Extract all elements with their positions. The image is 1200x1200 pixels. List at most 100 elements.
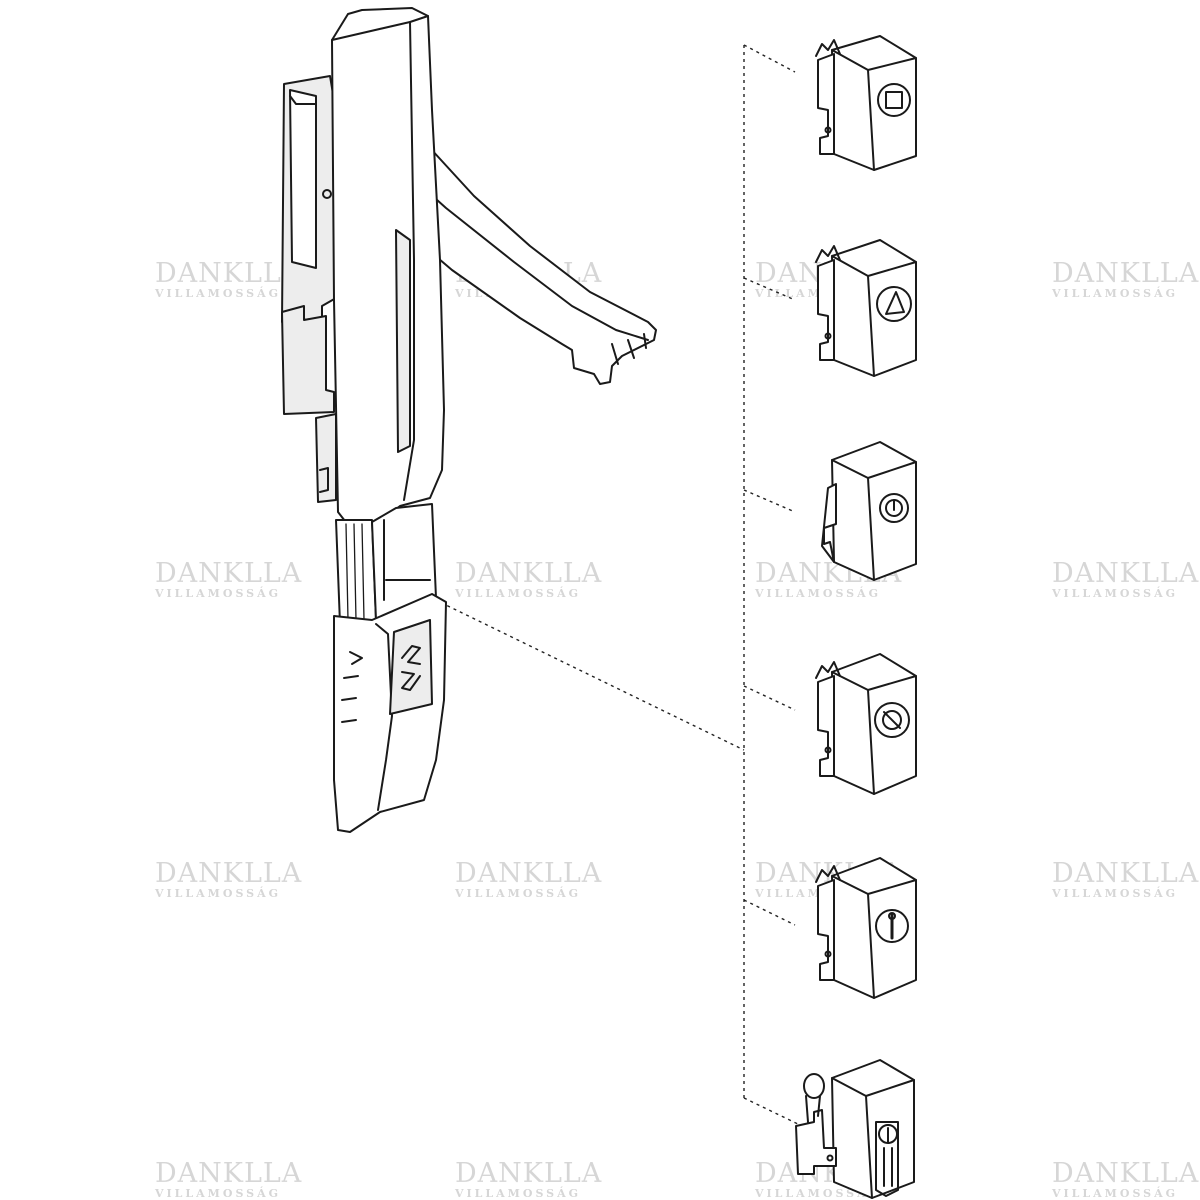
insert-6-hole [826,1154,834,1162]
rear-latch-tab [319,467,329,493]
insert-4-body [831,653,917,795]
svg-text:VILLAMOSSÁG: VILLAMOSSÁG [1051,886,1178,900]
svg-text:VILLAMOSSÁG: VILLAMOSSÁG [1051,286,1178,300]
insert-4-hole [824,746,832,754]
insert-1-hole [824,126,832,134]
insert-1-spring [815,39,841,57]
insert-5-face-ring [875,909,909,943]
handle-recess [395,229,411,453]
svg-text:DANKLLA: DANKLLA [155,858,302,889]
leader-line-handle [377,571,745,751]
svg-text:VILLAMOSSÁG: VILLAMOSSÁG [1051,586,1178,600]
insert-5-key-head [888,912,896,920]
insert-4-bit-core [882,710,902,730]
svg-text:VILLAMOSSÁG: VILLAMOSSÁG [154,886,281,900]
insert-2-edges [831,255,917,377]
insert-6-edges [831,1077,915,1199]
grip-dash-marks [341,675,359,723]
insert-6-bracket [795,1109,837,1175]
insert-6-knob [803,1073,825,1099]
insert-1-square-drive [885,91,903,109]
svg-text:VILLAMOSSÁG: VILLAMOSSÁG [154,1186,281,1200]
insert-4-edges [831,671,917,795]
insert-4-spring [815,661,841,679]
sync-arrows-icon [401,645,421,691]
leader-lines [377,44,801,1126]
insert-4-bit-slot [883,711,901,729]
cylinder-key-insert-icon [821,441,917,581]
profile-cylinder-insert-icon [795,1059,915,1199]
lower-grip-ridge [375,623,393,811]
leader-line-4 [743,685,796,711]
leader-line-1 [743,44,796,73]
leader-line-2 [743,277,796,301]
rear-bracket [281,305,335,415]
svg-text:DANKLLA: DANKLLA [1052,558,1199,589]
insert-5-edges [831,875,917,999]
swing-handle-lock-icon [281,7,657,833]
handle-body [331,7,445,531]
insert-2-face-ring [876,286,912,322]
handle-ridge [403,21,415,501]
lever-tip-detail [611,333,647,365]
svg-text:VILLAMOSSÁG: VILLAMOSSÁG [1051,1186,1178,1200]
insert-4-face-ring [874,702,910,738]
svg-text:DANKLLA: DANKLLA [155,258,302,289]
svg-text:VILLAMOSSÁG: VILLAMOSSÁG [454,586,581,600]
insert-2-spring [815,245,841,263]
guide-rail-lines [345,523,365,621]
rear-screw-hole [322,189,332,199]
insert-6-cylinder-profile [883,1127,893,1187]
svg-text:DANKLLA: DANKLLA [455,558,602,589]
sleeve-front [371,503,437,621]
insert-6-body [831,1059,915,1199]
key-slot-insert-icon [815,857,917,999]
svg-text:DANKLLA: DANKLLA [455,858,602,889]
insert-3-cylinder [879,493,909,523]
insert-3-body [831,441,917,581]
insert-2-hole [824,332,832,340]
svg-text:VILLAMOSSÁG: VILLAMOSSÁG [154,286,281,300]
insert-4-clip [817,675,835,777]
rear-slot [289,89,317,269]
svg-text:DANKLLA: DANKLLA [1052,1158,1199,1189]
insert-5-clip [817,879,835,981]
insert-5-spring [815,865,841,883]
svg-text:DANKLLA: DANKLLA [155,1158,302,1189]
double-bit-insert-icon [815,653,917,795]
svg-text:VILLAMOSSÁG: VILLAMOSSÁG [754,586,881,600]
insert-1-clip [817,53,835,155]
insert-5-body [831,857,917,999]
svg-text:VILLAMOSSÁG: VILLAMOSSÁG [454,886,581,900]
leader-line-5 [743,899,796,926]
rear-latch [315,413,337,503]
triangle-insert-icon [815,239,917,377]
insert-6-cylinder-plate [875,1121,899,1197]
svg-text:DANKLLA: DANKLLA [155,558,302,589]
sync-badge-frame [389,619,433,715]
svg-text:VILLAMOSSÁG: VILLAMOSSÁG [454,1186,581,1200]
insert-1-edges [831,49,917,171]
insert-2-triangle-drive [885,291,905,315]
rear-slot-edge [289,95,317,105]
svg-text:DANKLLA: DANKLLA [1052,858,1199,889]
leader-line-6 [743,1097,801,1126]
sleeve-edges [383,519,431,601]
svg-text:DANKLLA: DANKLLA [455,1158,602,1189]
svg-text:VILLAMOSSÁG: VILLAMOSSÁG [154,586,281,600]
svg-text:VILLAMOSSÁG: VILLAMOSSÁG [754,1186,881,1200]
insert-2-clip [817,259,835,361]
square-insert-icon [815,35,917,171]
svg-text:DANKLLA: DANKLLA [1052,258,1199,289]
